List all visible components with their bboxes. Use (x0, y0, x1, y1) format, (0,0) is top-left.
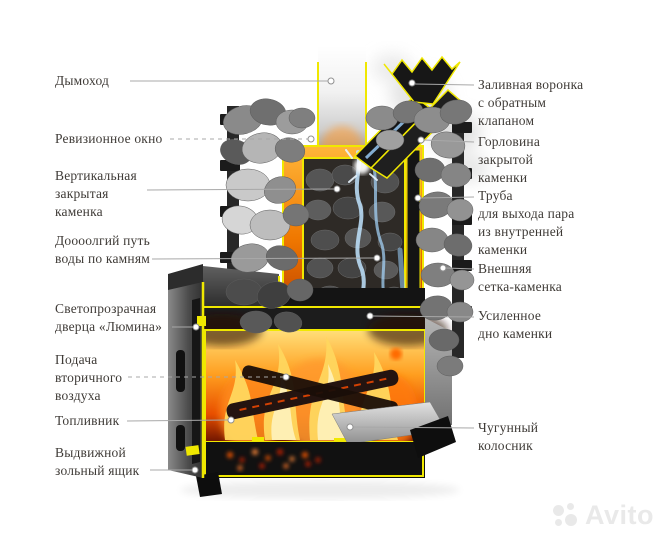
door-handle (176, 350, 185, 392)
callout-label-water-path: Доооолгий путь воды по камням (55, 233, 150, 266)
logs (226, 348, 402, 420)
callout-label-cast-iron-grate: Чугунный колосник (478, 420, 539, 453)
avito-watermark-text: Avito (585, 500, 654, 530)
embers (227, 449, 321, 471)
callout-label-ash-drawer: Выдвижной зольный ящик (55, 445, 140, 478)
outer-stones-right (365, 99, 475, 377)
callout-label-firebox: Топливник (55, 413, 120, 428)
callout-label-kamenka-neck: Горловина закрытой каменки (478, 134, 541, 185)
callout-label-outer-mesh: Внешняя сетка-каменка (478, 261, 562, 294)
callout-label-inspection-window: Ревизионное окно (55, 131, 163, 146)
callout-label-vertical-closed-kamenka: Вертикальная закрытая каменка (55, 168, 137, 219)
door-glass (192, 298, 200, 464)
callout-label-fill-funnel: Заливная воронка с обратным клапаном (478, 77, 584, 128)
right-leg (410, 416, 456, 458)
callout-label-lumina-door: Светопрозрачная дверца «Люмина» (55, 301, 163, 334)
door-assembly (168, 264, 206, 478)
outer-stones-left (220, 98, 316, 334)
fill-funnel-shape (383, 55, 461, 105)
callout-lines (126, 80, 475, 471)
avito-watermark: Avito (552, 500, 654, 531)
callout-markers (191, 77, 447, 474)
callout-label-chimney: Дымоход (55, 73, 110, 88)
avito-logo-icon (552, 502, 580, 530)
callout-label-steam-outlet-pipe: Труба для выхода пара из внутренней каме… (478, 188, 575, 257)
callout-label-secondary-air: Подача вторичного воздуха (55, 352, 123, 403)
callout-label-reinforced-bottom: Усиленное дно каменки (478, 308, 553, 341)
